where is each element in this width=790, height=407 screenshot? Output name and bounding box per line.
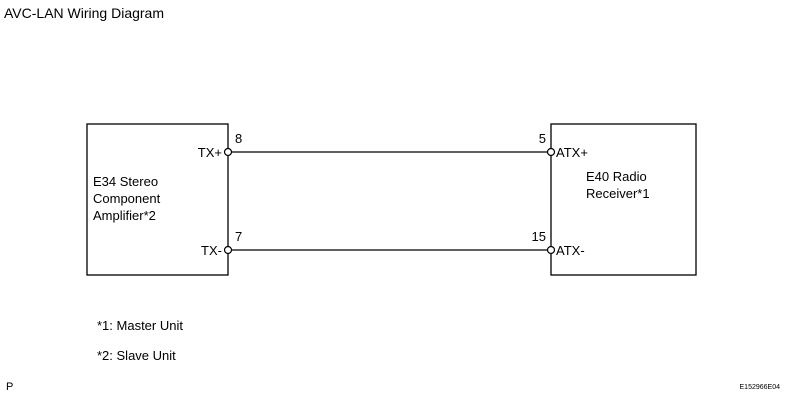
pin-number-5: 5: [539, 131, 546, 146]
left-component-label-line-2: Component: [93, 191, 161, 206]
pin-name-tx-plus: TX+: [198, 145, 222, 160]
diagram-title: AVC-LAN Wiring Diagram: [4, 5, 164, 21]
terminal-tx-minus: [223, 245, 233, 255]
left-component-label-line-3: Amplifier*2: [93, 208, 156, 223]
pin-name-tx-minus: TX-: [201, 243, 222, 258]
note-master-unit: *1: Master Unit: [97, 318, 183, 333]
terminal-atx-plus: [546, 147, 556, 157]
pin-number-15: 15: [532, 229, 546, 244]
left-component-box: [86, 123, 229, 276]
terminal-tx-plus: [223, 147, 233, 157]
right-component-label-line-2: Receiver*1: [586, 186, 650, 201]
right-component-box: [550, 123, 697, 276]
pin-number-8: 8: [235, 131, 242, 146]
left-component-label-line-1: E34 Stereo: [93, 174, 158, 189]
pin-number-7: 7: [235, 229, 242, 244]
terminal-atx-minus: [546, 245, 556, 255]
page-letter: P: [6, 381, 14, 393]
right-component-label-line-1: E40 Radio: [586, 169, 647, 184]
pin-name-atx-plus: ATX+: [556, 145, 588, 160]
pin-name-atx-minus: ATX-: [556, 243, 585, 258]
figure-code: E152966E04: [739, 384, 780, 391]
note-slave-unit: *2: Slave Unit: [97, 348, 176, 363]
